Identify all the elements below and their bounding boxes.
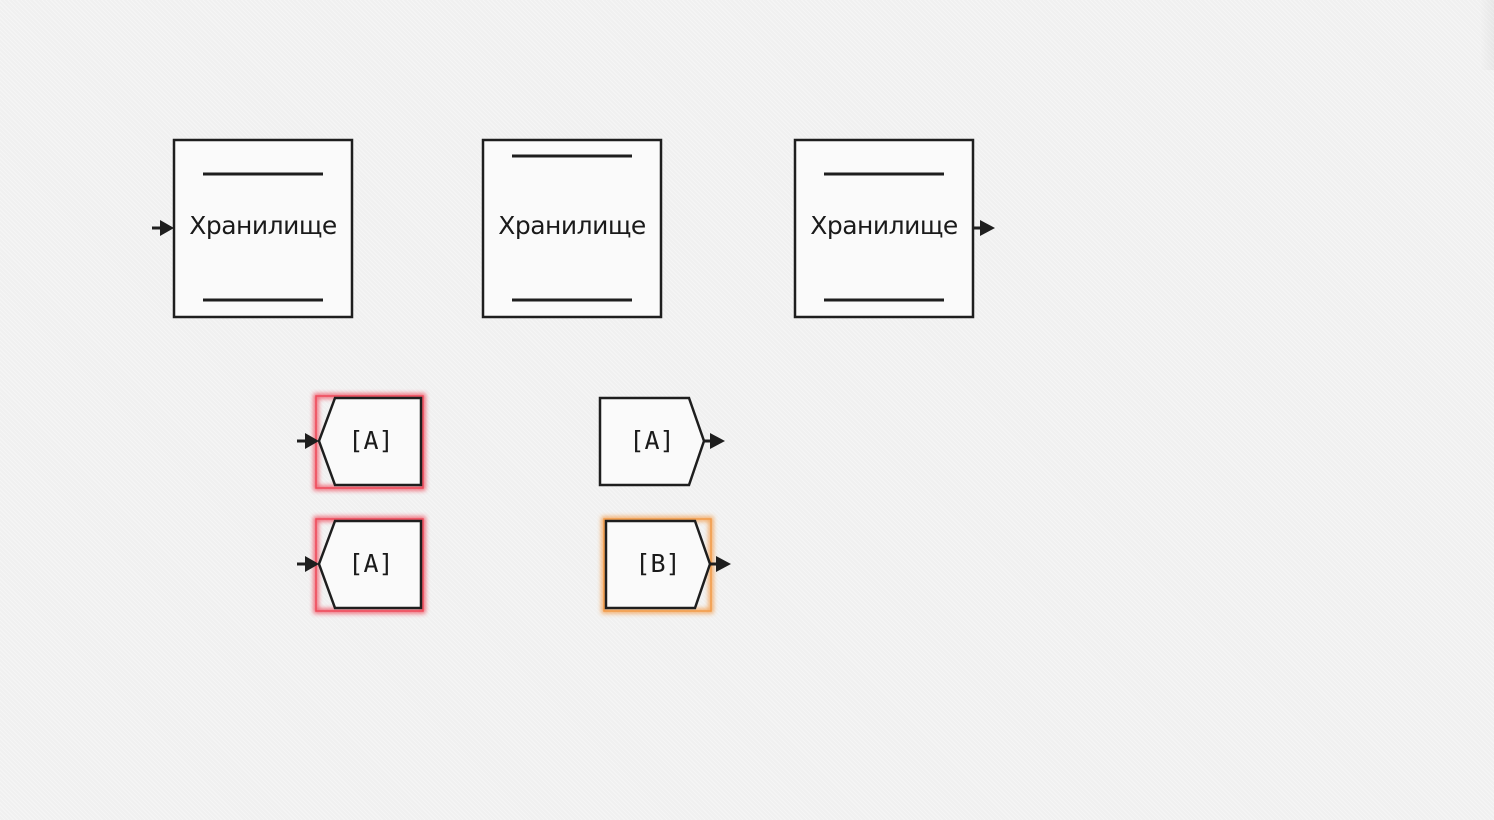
tag-label: [A] [348,549,393,578]
data-store-label: Хранилище [189,211,337,240]
canvas-scroll-edge [1480,0,1494,70]
output-port-arrow-icon[interactable] [710,556,731,572]
goto-tag-block-1[interactable]: [A] [598,396,725,487]
tag-label: [A] [348,426,393,455]
tag-label: [B] [635,549,680,578]
input-port-arrow-icon[interactable] [297,433,319,449]
tag-label: [A] [629,426,674,455]
data-store-block-1[interactable]: Хранилище [152,138,354,319]
output-port-arrow-icon[interactable] [704,433,725,449]
output-port-arrow-icon[interactable] [973,220,995,236]
data-store-label: Хранилище [498,211,646,240]
from-tag-block-2[interactable]: [A] [297,516,426,614]
from-tag-block-1[interactable]: [A] [297,393,426,491]
goto-tag-block-2[interactable]: [B] [601,516,731,614]
input-port-arrow-icon[interactable] [297,556,319,572]
data-store-label: Хранилище [810,211,958,240]
data-store-block-3[interactable]: Хранилище [793,138,995,319]
input-port-arrow-icon[interactable] [152,220,174,236]
data-store-block-2[interactable]: Хранилище [481,138,663,319]
